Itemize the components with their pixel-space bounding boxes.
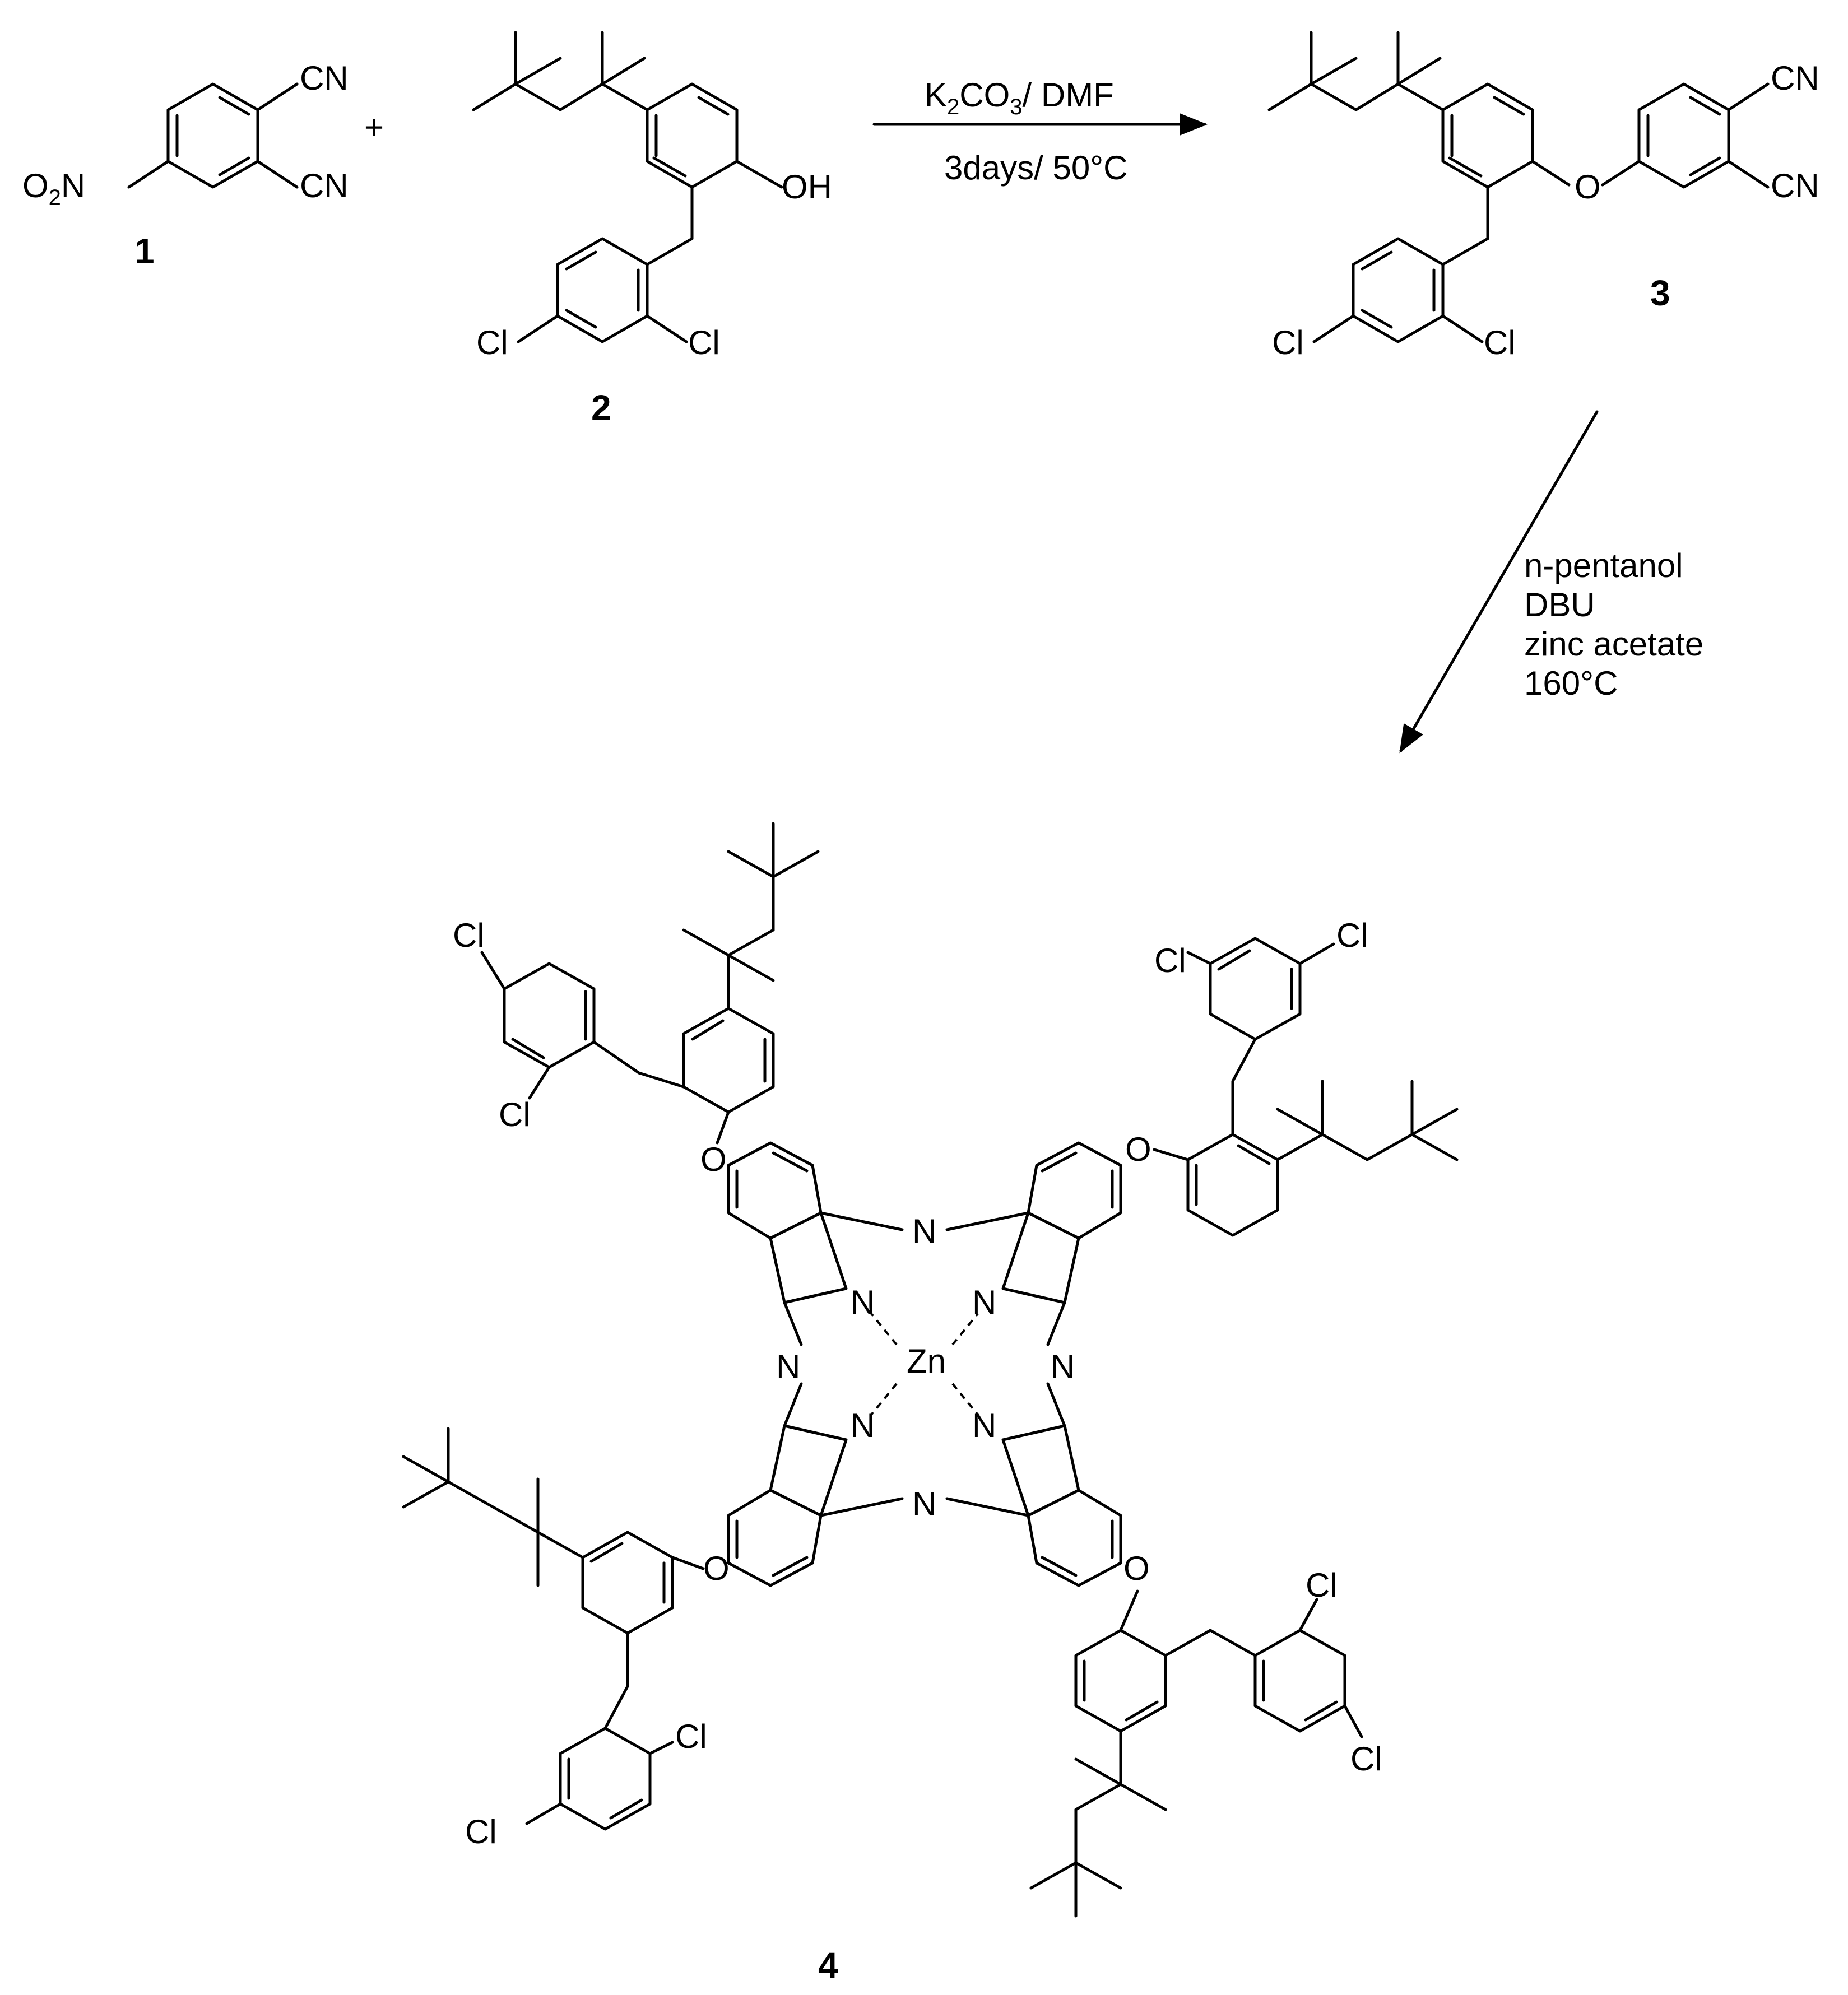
reaction-arrow-step-2: n-pentanol DBU zinc acetate 160°C xyxy=(1399,410,1703,754)
step-1-conditions: 3days/ 50°C xyxy=(944,149,1128,187)
chloro-label: Cl xyxy=(1350,1740,1382,1778)
cn-label: CN xyxy=(1771,59,1819,97)
zinc-label: Zn xyxy=(907,1342,946,1380)
cn-label: CN xyxy=(300,167,349,204)
meso-n-label: N xyxy=(912,1212,936,1250)
meso-n-label: N xyxy=(912,1485,936,1523)
compound-number-2: 2 xyxy=(591,388,611,428)
step-2-solvent: n-pentanol xyxy=(1524,547,1683,584)
chloro-label: Cl xyxy=(1306,1566,1338,1604)
pyrrole-n-label: N xyxy=(851,1284,875,1321)
reaction-arrow-step-1: K2CO3/ DMF 3days/ 50°C xyxy=(872,76,1208,187)
compound-2-structure: OH Cl Cl 2 xyxy=(472,31,832,428)
compound-number-3: 3 xyxy=(1650,273,1670,313)
cn-label: CN xyxy=(1771,167,1819,204)
ether-oxygen-label: O xyxy=(1575,168,1601,206)
compound-number-1: 1 xyxy=(134,231,155,271)
pyrrole-n-label: N xyxy=(972,1407,996,1444)
chloro-label: Cl xyxy=(465,1813,497,1850)
nitro-label: O2N xyxy=(22,167,85,210)
step-2-temperature: 160°C xyxy=(1524,664,1618,702)
cn-label: CN xyxy=(300,59,349,97)
hydroxyl-label: OH xyxy=(782,168,832,206)
chloro-label: Cl xyxy=(476,324,508,361)
step-2-template: zinc acetate xyxy=(1524,625,1703,663)
chloro-label: Cl xyxy=(1272,324,1304,361)
chloro-label: Cl xyxy=(1154,942,1186,979)
ether-oxygen-label: O xyxy=(703,1550,730,1587)
step-2-base: DBU xyxy=(1524,586,1595,624)
chloro-label: Cl xyxy=(499,1096,531,1133)
chloro-label: Cl xyxy=(675,1718,707,1755)
chloro-label: Cl xyxy=(688,324,720,361)
ether-oxygen-label: O xyxy=(1125,1131,1151,1168)
chloro-label: Cl xyxy=(453,917,485,954)
chloro-label: Cl xyxy=(1484,324,1516,361)
ether-oxygen-label: O xyxy=(1123,1550,1150,1587)
compound-4-structure: Zn N N N N N N N N xyxy=(402,822,1459,1985)
meso-n-label: N xyxy=(1051,1348,1075,1385)
pyrrole-n-label: N xyxy=(972,1284,996,1321)
compound-3-structure: O CN CN Cl Cl 3 xyxy=(1267,31,1819,361)
meso-n-label: N xyxy=(776,1348,800,1385)
ether-oxygen-label: O xyxy=(700,1141,727,1178)
pyrrole-n-label: N xyxy=(851,1407,875,1444)
compound-number-4: 4 xyxy=(818,1945,838,1985)
compound-1-structure: CN CN O2N 1 xyxy=(22,59,349,271)
step-1-reagents: K2CO3/ DMF xyxy=(925,76,1114,119)
chloro-label: Cl xyxy=(1336,917,1368,954)
plus-sign: + xyxy=(364,109,384,146)
